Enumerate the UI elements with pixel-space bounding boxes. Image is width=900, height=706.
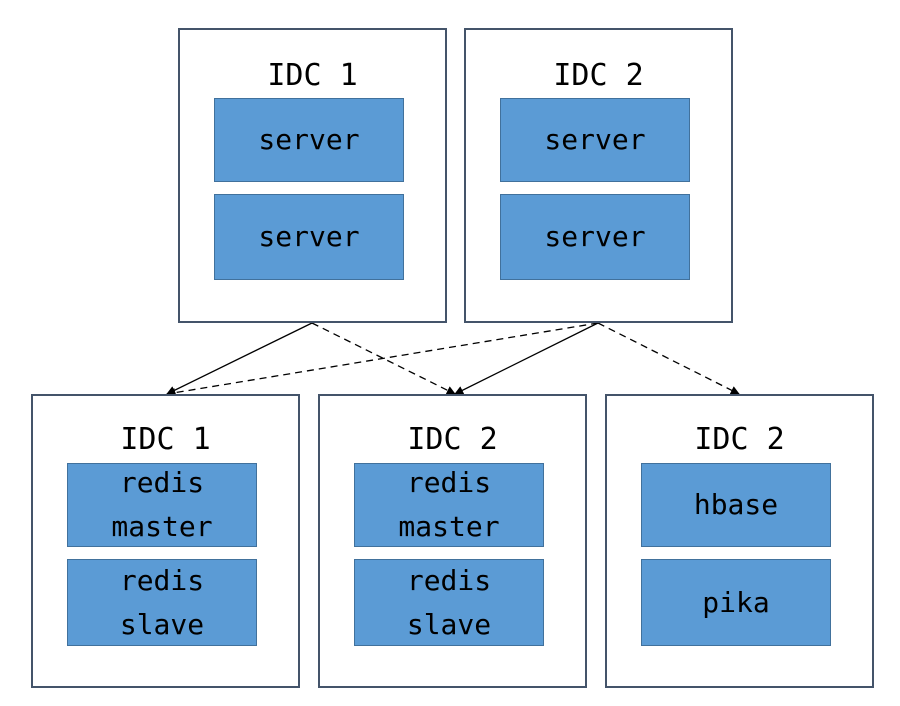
bottom-idc3-container: IDC 2 hbase pika — [605, 394, 874, 688]
connector-top-idc2-to-bottom-idc1 — [166, 322, 599, 398]
bottom-idc2-redis-master: redis master — [354, 463, 544, 547]
top-idc1-server-2: server — [214, 194, 404, 280]
bottom-idc1-title: IDC 1 — [120, 422, 211, 457]
top-idc2-server-1: server — [500, 98, 690, 182]
bottom-idc1-redis-slave: redis slave — [67, 559, 257, 646]
top-idc2-container: IDC 2 server server — [464, 28, 733, 323]
top-idc2-title: IDC 2 — [553, 58, 644, 93]
connector-top-idc2-to-bottom-idc2 — [454, 322, 599, 395]
bottom-idc2-redis-slave: redis slave — [354, 559, 544, 646]
connector-top-idc1-to-bottom-idc2 — [311, 322, 456, 395]
top-idc1-server-1: server — [214, 98, 404, 182]
bottom-idc2-container: IDC 2 redis master redis slave — [318, 394, 587, 688]
top-idc2-server-2: server — [500, 194, 690, 280]
bottom-idc3-title: IDC 2 — [694, 422, 785, 457]
bottom-idc1-container: IDC 1 redis master redis slave — [31, 394, 300, 688]
bottom-idc1-redis-master: redis master — [67, 463, 257, 547]
connector-top-idc1-to-bottom-idc1 — [166, 322, 313, 395]
bottom-idc3-pika: pika — [641, 559, 831, 646]
top-idc1-title: IDC 1 — [267, 58, 358, 93]
connector-top-idc2-to-bottom-idc3 — [597, 322, 740, 395]
bottom-idc3-hbase: hbase — [641, 463, 831, 547]
top-idc1-container: IDC 1 server server — [178, 28, 447, 323]
bottom-idc2-title: IDC 2 — [407, 422, 498, 457]
